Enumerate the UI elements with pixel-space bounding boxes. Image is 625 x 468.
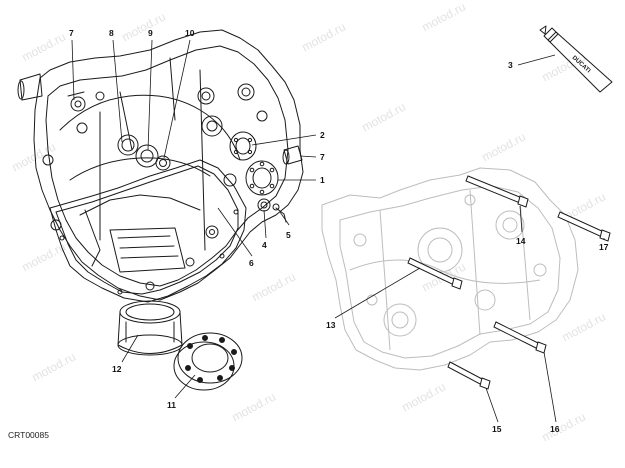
callout-labels: 7 8 9 10 2 7 1 4 5 6 3 12 11 13 14 17 15…: [69, 28, 609, 434]
callout-4: 4: [262, 240, 267, 250]
roller-bearing-11: [173, 332, 243, 391]
callout-11: 11: [167, 400, 176, 410]
bolt-14: [465, 175, 529, 208]
crankcase-ghost: [321, 167, 579, 371]
bearing-2: [229, 131, 257, 161]
dowel-pin-7: [282, 145, 303, 165]
callout-2: 2: [320, 130, 325, 140]
callout-5: 5: [286, 230, 291, 240]
bearing-1: [245, 160, 279, 196]
callout-16: 16: [550, 424, 560, 434]
callout-10: 10: [185, 28, 195, 38]
callout-12: 12: [112, 364, 122, 374]
drawing-code: CRT00085: [8, 430, 49, 440]
callout-9: 9: [148, 28, 153, 38]
callout-7: 7: [69, 28, 74, 38]
callout-1: 1: [320, 175, 325, 185]
tube-brand-logo: DUCATI: [571, 55, 592, 75]
screw-5: [272, 203, 287, 223]
callout-17: 17: [599, 242, 609, 252]
leader-lines: [71, 39, 605, 423]
bolt-15: [447, 361, 491, 390]
callout-14: 14: [516, 236, 526, 246]
gasket: [49, 159, 247, 303]
callout-15: 15: [492, 424, 502, 434]
bolt-16: [493, 321, 547, 354]
sealant-tube-3: [539, 25, 613, 93]
callout-8: 8: [109, 28, 114, 38]
clutch-cover: [17, 29, 304, 301]
bushing-12: [117, 300, 183, 356]
seal-4: [257, 198, 271, 212]
bolt-17: [557, 211, 611, 242]
callout-6: 6: [249, 258, 254, 268]
bolts: [407, 175, 611, 390]
callout-13: 13: [326, 320, 336, 330]
callout-7b: 7: [320, 152, 325, 162]
callout-3: 3: [508, 60, 513, 70]
bolt-13: [407, 257, 463, 290]
